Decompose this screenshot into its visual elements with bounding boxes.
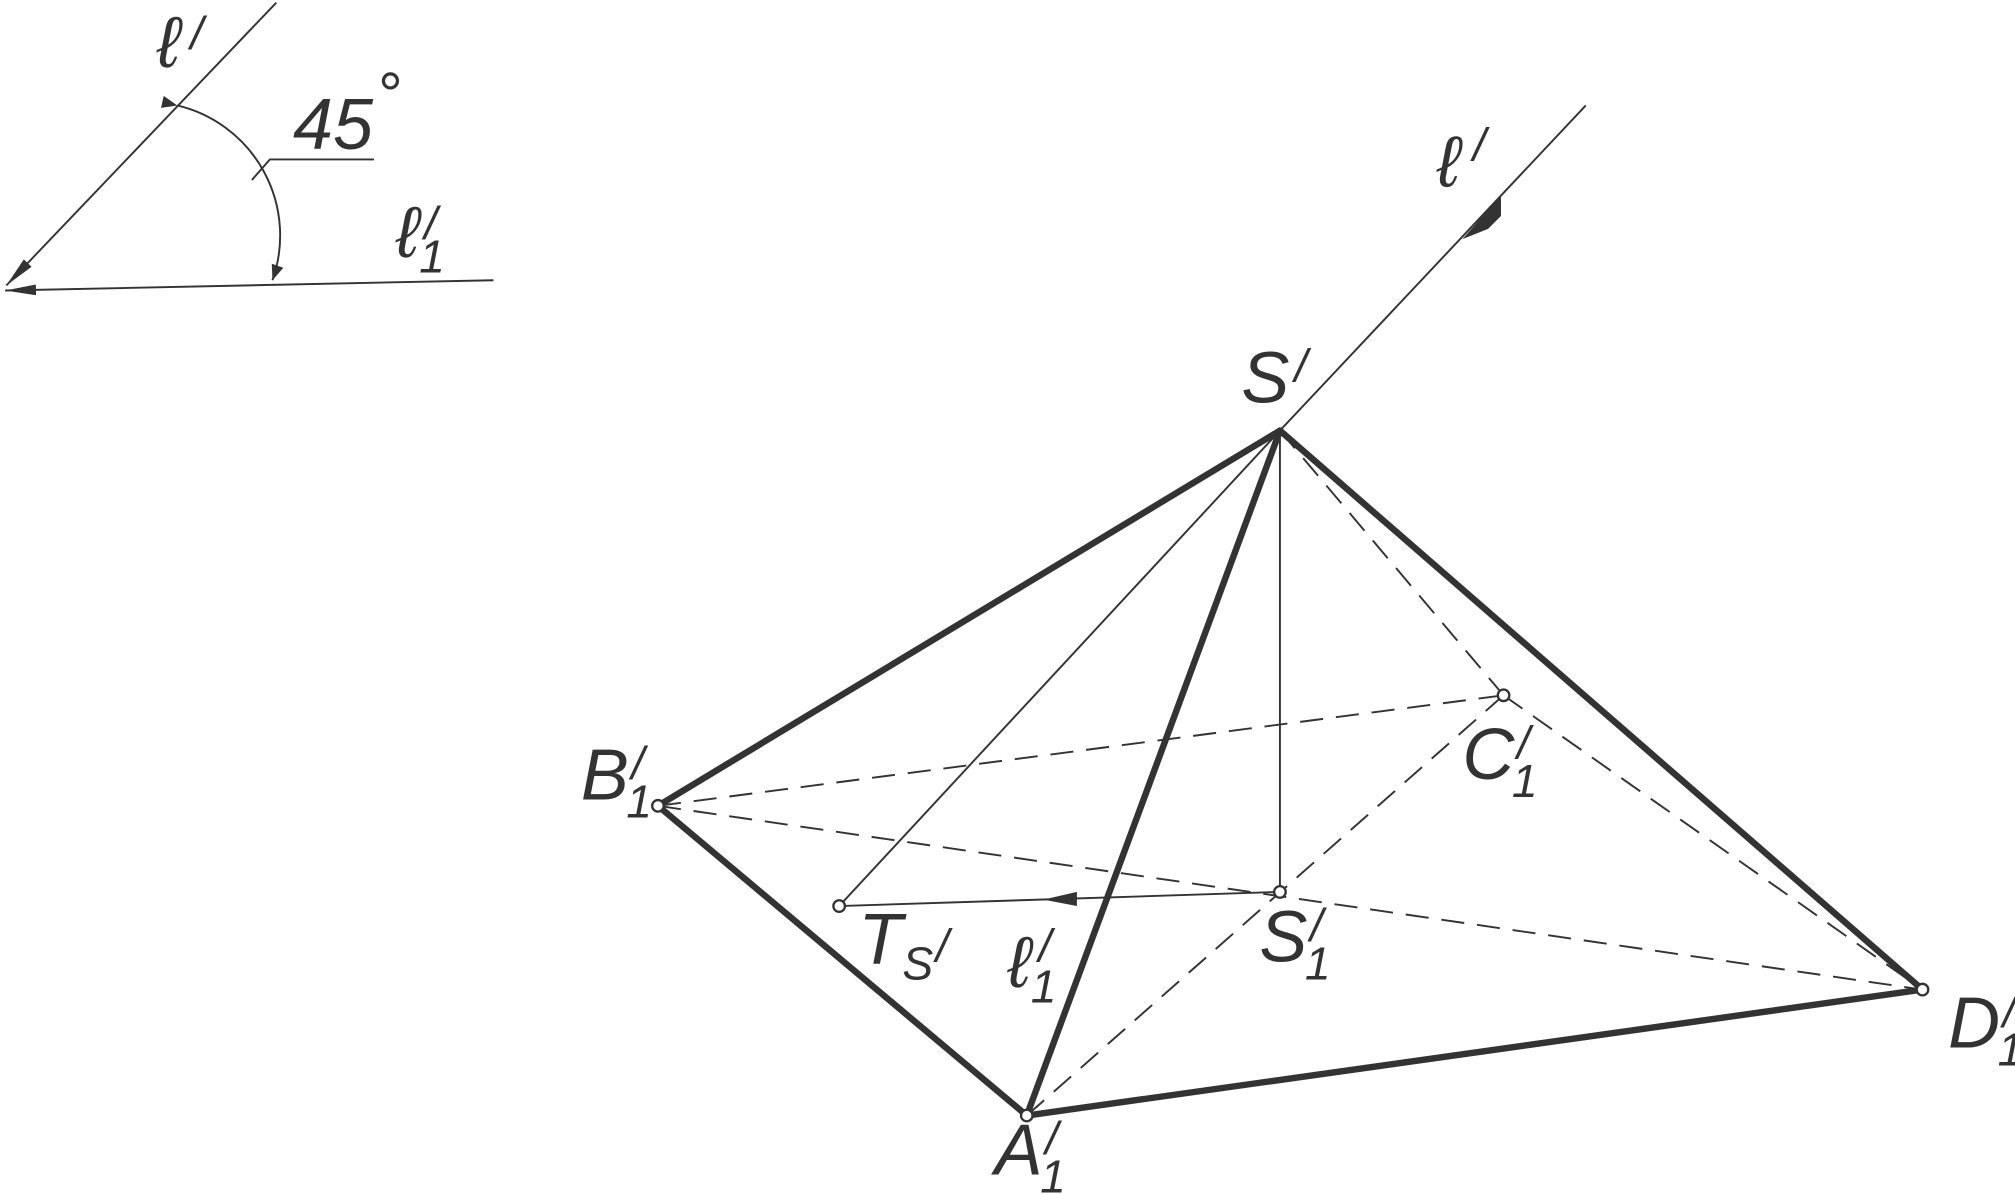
ray-S-to-TS [838,429,1281,907]
ray-l1-prime [5,279,494,296]
label-l1-prime-main: ℓ/1 [1007,919,1057,1012]
label-B1-prime: B/1 [581,735,652,827]
point-C1 [1496,688,1511,703]
angle-arc [160,95,284,281]
ray-l-prime [5,1,277,287]
main-construction: ℓ/ S/ B/1 C/1 TS/ ℓ/1 S/1 D/1 A/1 [581,104,2015,1194]
label-S1-prime: S/1 [1259,897,1330,989]
point-D1 [1915,982,1930,997]
label-D1-prime: D/1 [1948,983,2015,1075]
edge-S-C1 [1279,429,1505,696]
diag-B1-D1 [657,804,1923,991]
edge-B1-A1 [654,802,1030,1119]
edge-C1-D1 [1502,694,1924,991]
edge-S-B1 [654,427,1284,810]
edge-B1-C1 [657,694,1504,807]
edge-S-A1 [1023,427,1284,1119]
hidden-edges [657,429,1924,1117]
point-A1 [1019,1108,1034,1123]
vertex-points [651,688,1930,1123]
label-S-prime: S/ [1241,338,1311,418]
light-ray-arrowhead [1462,195,1501,240]
point-B1 [651,798,665,813]
visible-edges [654,427,1926,1119]
light-ray-to-apex [1279,104,1587,432]
angle-leader-line [251,158,374,181]
construction-lines [838,429,1281,908]
projection-arrowhead [1043,891,1077,907]
point-TS [832,899,847,914]
point-S1 [1272,884,1287,899]
label-TS-prime: TS/ [858,900,952,989]
label-angle-45: 45° [293,61,403,165]
label-l-prime-main: ℓ/ [1436,119,1490,203]
label-C1-prime: C/1 [1462,715,1537,807]
edge-A1-D1 [1023,986,1926,1119]
light-direction-inset: ℓ/ 45° ℓ/1 [5,1,494,296]
edge-S-D1 [1276,427,1926,993]
label-l-prime-inset: ℓ/ [156,3,208,83]
label-l1-prime-inset: ℓ/1 [395,193,445,282]
label-A1-prime: A/1 [991,1111,1066,1194]
